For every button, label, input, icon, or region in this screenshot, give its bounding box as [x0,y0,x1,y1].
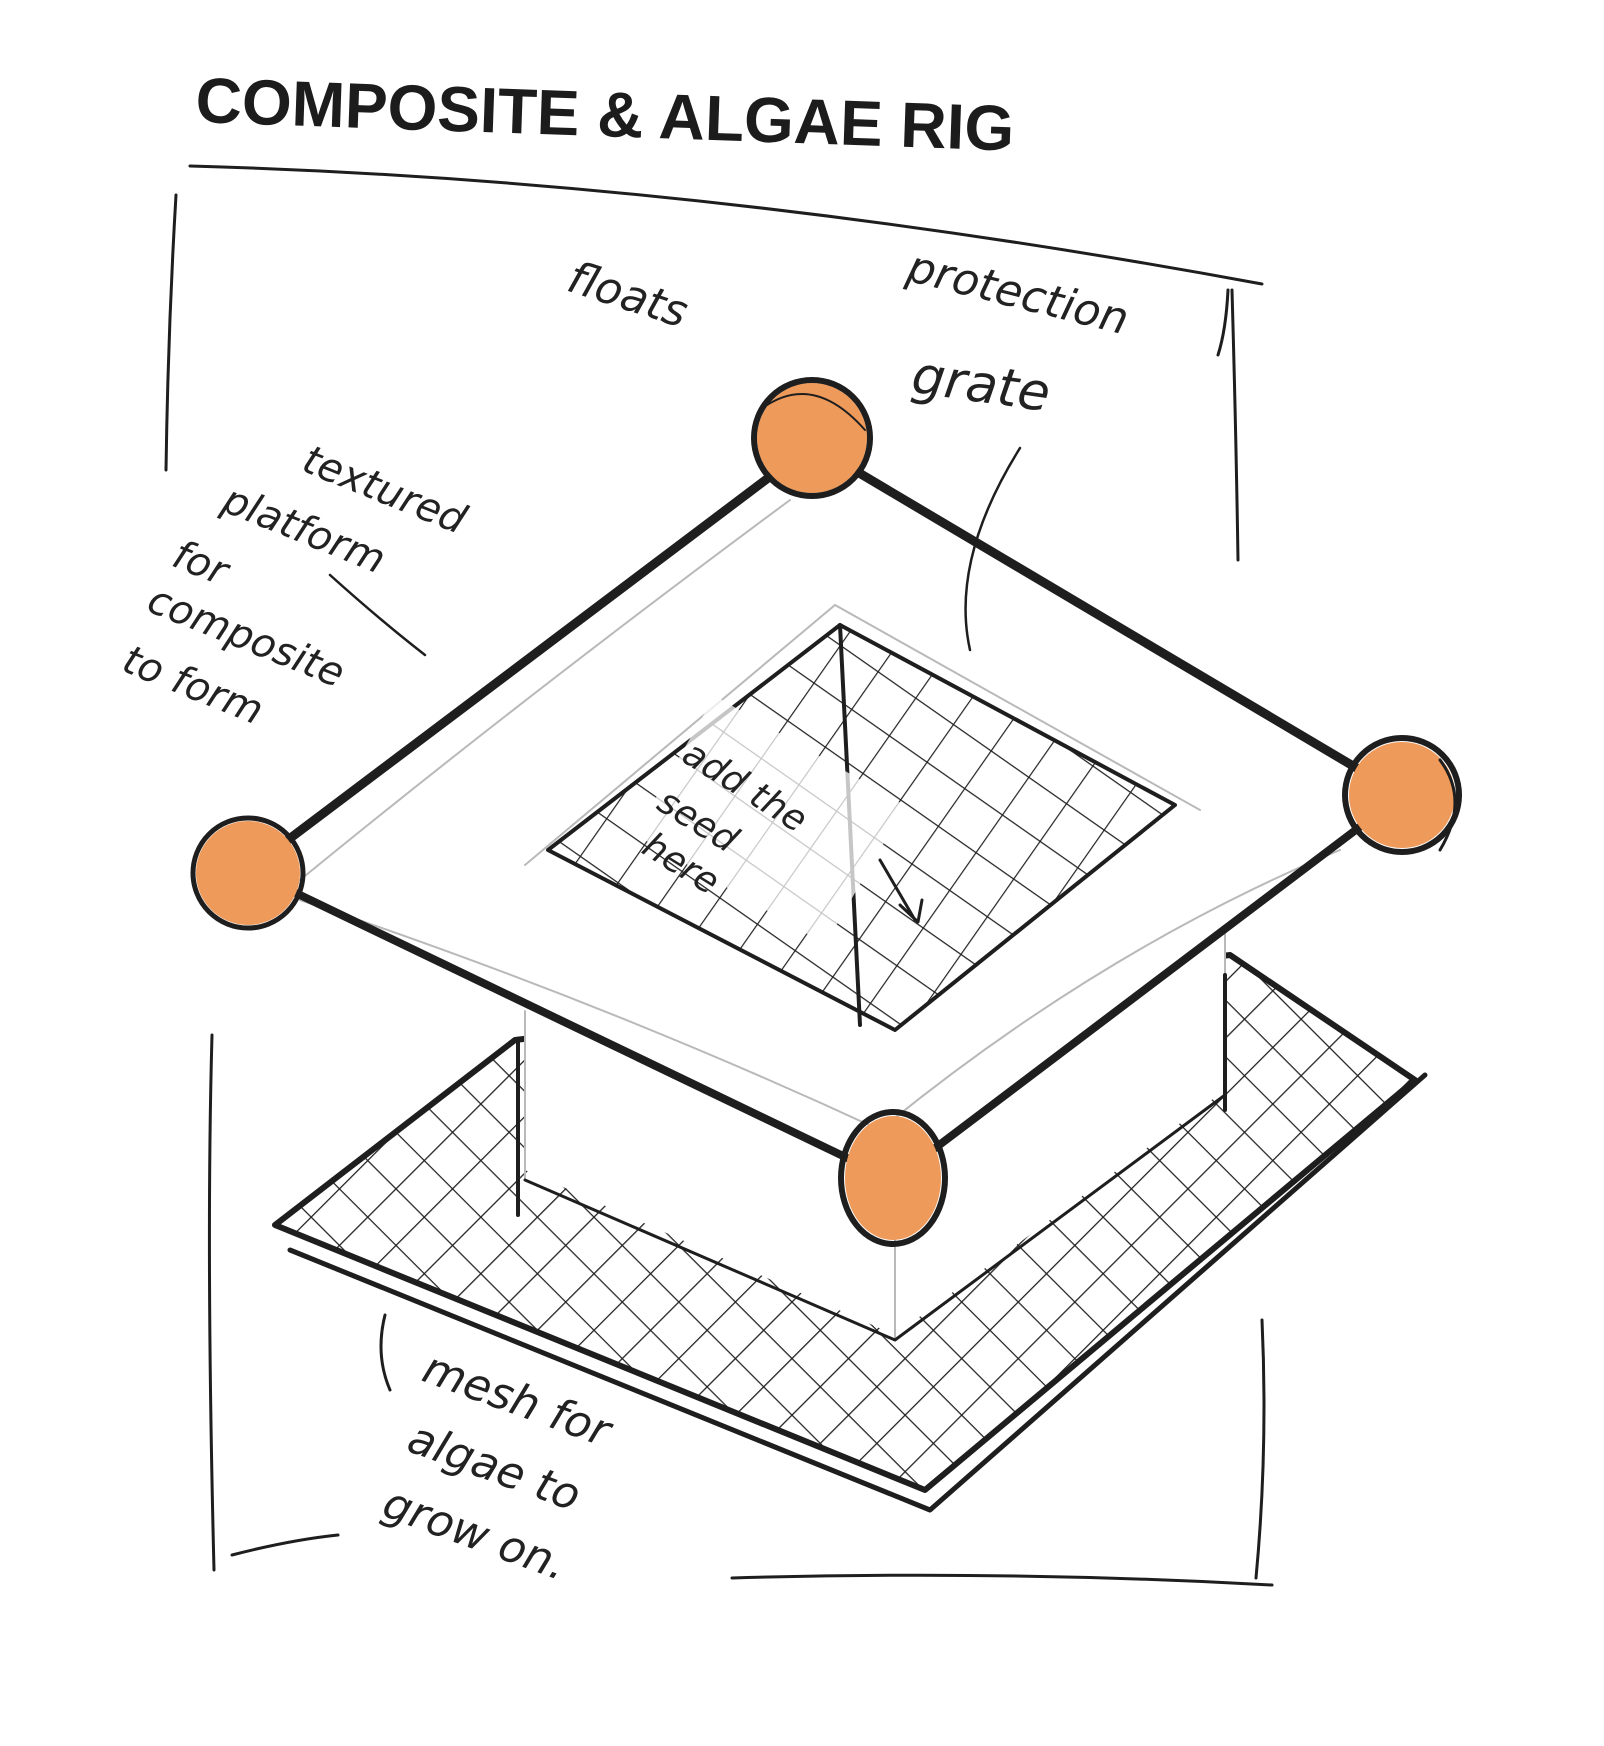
float-left [190,815,306,931]
float-top [751,377,873,499]
label-floats: floats [562,252,694,338]
float-rods [243,440,1407,1184]
diagram-title: COMPOSITE & ALGAE RIG [195,64,1016,165]
label-mesh: mesh for algae to grow on. [376,1313,620,1591]
svg-text:grate: grate [908,345,1054,424]
frame-brackets [164,193,1274,1587]
title-underline [188,164,1264,286]
float-right [1342,735,1462,855]
float-bottom [838,1109,948,1247]
label-textured-platform: textured platform for composite to form [116,437,473,735]
label-additive-seed: add the seed here [634,695,924,945]
